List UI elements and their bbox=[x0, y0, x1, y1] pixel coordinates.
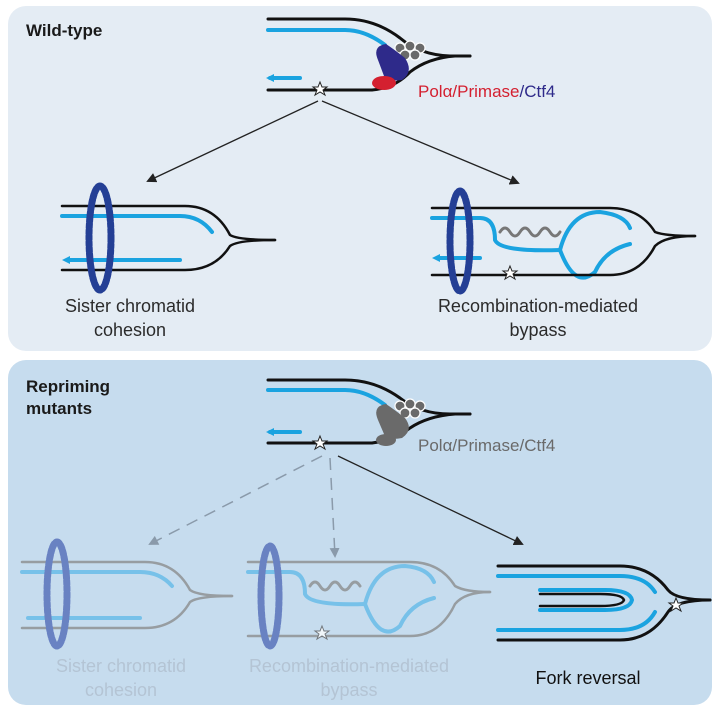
dashed-arrow-to-bypass bbox=[329, 457, 340, 558]
outcome-label-bypass-faded: Recombination-mediated bypass bbox=[248, 656, 450, 700]
enzyme-label-bottom: Polα/Primase/Ctf4 bbox=[418, 436, 556, 455]
ctf4-blob bbox=[376, 44, 409, 81]
outcome-label-cohesion-faded: Sister chromatid cohesion bbox=[55, 656, 187, 700]
mutant-fork bbox=[266, 378, 472, 451]
dashed-arrow-to-cohesion bbox=[148, 455, 323, 545]
arrow-to-cohesion bbox=[146, 100, 319, 183]
bypass-structure-top bbox=[430, 187, 697, 295]
ctf4-text: /Ctf4 bbox=[519, 82, 556, 101]
cohesion-structure-faded bbox=[20, 538, 234, 650]
repriming-mutants-title: Repriming mutants bbox=[26, 377, 111, 418]
lesion-star bbox=[311, 80, 329, 97]
wild-type-fork bbox=[266, 17, 472, 97]
arrow-to-bypass bbox=[321, 100, 520, 185]
wild-type-title: Wild-type bbox=[26, 21, 103, 40]
outcome-label-bypass-top: Recombination-mediated bypass bbox=[437, 296, 639, 340]
fork-reversal-structure bbox=[496, 564, 712, 642]
outcome-label-fork-reversal: Fork reversal bbox=[535, 668, 641, 688]
outcome-label-cohesion-top: Sister chromatid cohesion bbox=[64, 296, 196, 340]
primase-text: /Primase bbox=[452, 82, 520, 101]
wild-type-panel bbox=[8, 6, 712, 351]
arrow-to-fork-reversal bbox=[337, 455, 524, 546]
cohesion-structure-top bbox=[60, 182, 277, 294]
bypass-structure-faded bbox=[246, 542, 492, 650]
enzyme-label-top: Polα/Primase/Ctf4 bbox=[418, 82, 555, 102]
repriming-mutants-panel bbox=[8, 360, 712, 705]
pol-alpha-primase-blob bbox=[372, 76, 396, 90]
pol-alpha-text: Polα bbox=[418, 82, 453, 101]
